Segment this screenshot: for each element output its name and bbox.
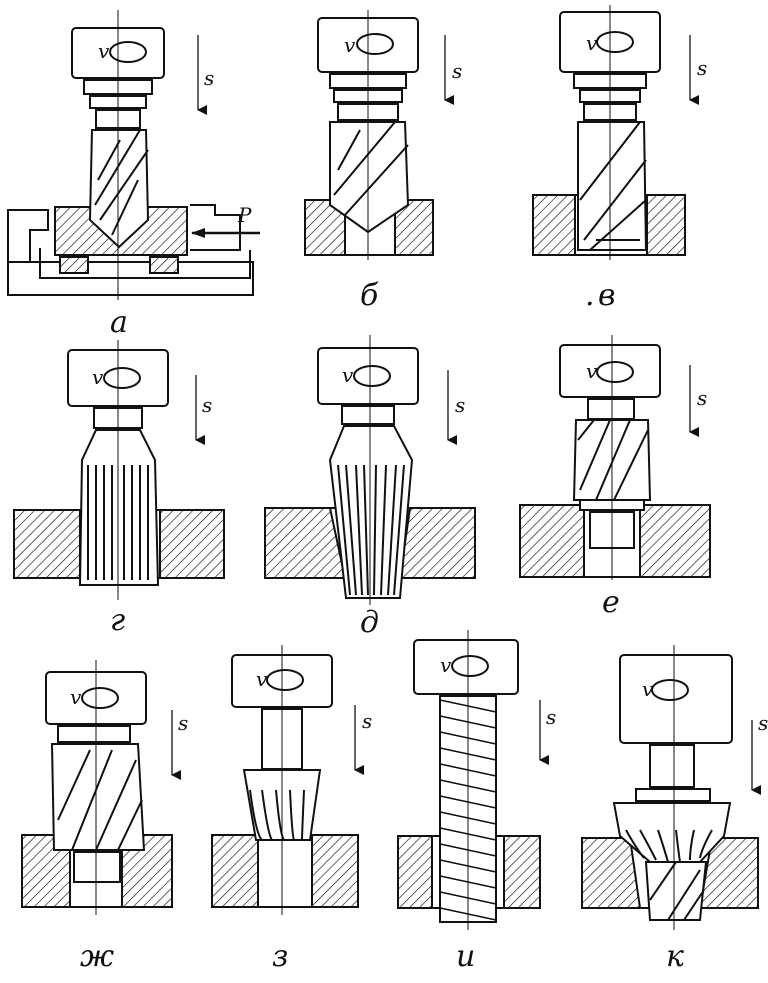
panel-label-v: в <box>598 278 615 313</box>
speed-symbol-g: v <box>92 365 104 389</box>
feed-symbol-z: s <box>362 709 372 733</box>
panel-v <box>532 5 699 260</box>
feed-symbol-g: s <box>202 393 212 417</box>
speed-symbol-zh: v <box>70 685 82 709</box>
panel-label-e: е <box>602 585 620 620</box>
feed-symbol-k: s <box>758 711 768 735</box>
feed-symbol-e: s <box>697 386 707 410</box>
dot-mark: . <box>585 278 595 313</box>
panel-label-zh: ж <box>80 939 114 974</box>
feed-symbol-b: s <box>452 59 462 83</box>
speed-symbol-e: v <box>586 359 598 383</box>
speed-symbol-b: v <box>344 33 356 57</box>
panel-label-g: г <box>110 603 125 638</box>
speed-symbol-v: v <box>586 31 598 55</box>
panel-b <box>304 10 454 260</box>
panel-zh <box>21 660 181 915</box>
feed-symbol-i: s <box>546 705 556 729</box>
force-label: P <box>237 203 252 227</box>
panel-label-b: б <box>360 278 379 313</box>
panel-label-i: и <box>456 939 475 974</box>
feed-symbol-a: s <box>204 66 214 90</box>
panel-g <box>13 340 225 600</box>
panel-label-d: д <box>360 605 379 640</box>
panel-label-a: а <box>110 305 128 340</box>
panel-z <box>211 645 364 915</box>
panel-labels: а б в г д е ж з и к . <box>80 278 684 974</box>
panel-e <box>519 335 711 580</box>
panel-a <box>7 10 260 300</box>
speed-symbol-z: v <box>256 667 268 691</box>
speed-symbol-d: v <box>342 363 354 387</box>
feed-symbol-d: s <box>455 393 465 417</box>
speed-symbol-i: v <box>440 653 452 677</box>
panel-d <box>264 335 476 605</box>
panel-label-k: к <box>666 939 684 974</box>
speed-symbol-k: v <box>642 677 654 701</box>
feed-symbol-zh: s <box>178 711 188 735</box>
panel-k <box>581 645 761 930</box>
panel-label-z: з <box>272 939 288 974</box>
panel-i <box>397 630 549 930</box>
speed-symbol-a: v <box>98 39 110 63</box>
symbols: v v v v v v v v v v s s s s s s s s s s … <box>70 31 768 735</box>
feed-symbol-v: s <box>697 56 707 80</box>
